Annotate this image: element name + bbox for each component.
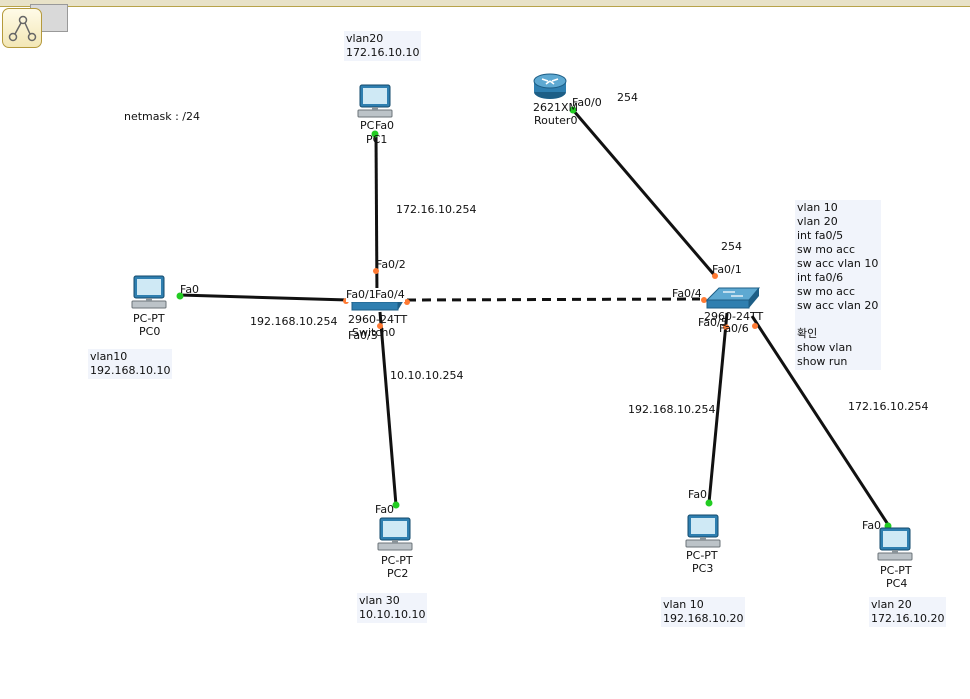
link-pc1-switch0[interactable] bbox=[374, 133, 379, 301]
port-light-sw0-fa04 bbox=[404, 299, 410, 305]
config-line: sw mo acc bbox=[797, 243, 856, 256]
pc3-gateway-note[interactable]: 192.168.10.254 bbox=[628, 403, 716, 416]
sw1-fa05-label: Fa0/5 bbox=[698, 316, 728, 329]
pc1-gateway-note[interactable]: 172.16.10.254 bbox=[396, 203, 477, 216]
pc3-ip-text: 192.168.10.20 bbox=[663, 612, 744, 625]
port-light-sw1-fa04 bbox=[701, 297, 707, 303]
config-line: 확인 bbox=[797, 327, 818, 340]
router0-router-icon[interactable] bbox=[532, 71, 568, 104]
pc0-model-label: PC-PT bbox=[133, 312, 165, 325]
sw1-fa06-label: Fa0/6 bbox=[719, 322, 749, 335]
pc2-name-label: PC2 bbox=[387, 567, 409, 580]
toolbar-strip bbox=[0, 0, 970, 7]
link-router0-switch1[interactable] bbox=[571, 109, 718, 278]
pc0-pc-icon[interactable] bbox=[130, 275, 170, 314]
pc1-pc-icon[interactable] bbox=[356, 84, 396, 123]
pc2-model-label: PC-PT bbox=[381, 554, 413, 567]
switch0-model-label: 2960-24TT bbox=[348, 313, 408, 326]
pc3-model-label: PC-PT bbox=[686, 549, 718, 562]
pc4-ip-text: 172.16.10.20 bbox=[871, 612, 945, 625]
pc1-name-label: PC1 bbox=[366, 133, 388, 146]
switch-config-note[interactable]: vlan 10 vlan 20 int fa0/5 sw mo acc sw a… bbox=[795, 200, 881, 370]
sw0-fa01-label: Fa0/1 bbox=[346, 288, 376, 302]
port-light-pc1 bbox=[371, 130, 379, 138]
link-switch0-pc2[interactable] bbox=[378, 311, 398, 506]
link-pc0-switch0[interactable] bbox=[179, 293, 349, 302]
pc0-info-note[interactable]: vlan10 192.168.10.10 bbox=[88, 349, 173, 379]
port-light-pc2 bbox=[392, 501, 400, 509]
sw0-fa02-label: Fa0/2 bbox=[376, 258, 406, 271]
config-line: vlan 10 bbox=[797, 201, 838, 214]
pc1-info-note[interactable]: vlan20 172.16.10.10 bbox=[344, 31, 422, 61]
link-switch0-switch1[interactable] bbox=[406, 297, 701, 302]
config-line: show run bbox=[797, 355, 848, 368]
port-light-sw0-fa02 bbox=[373, 268, 379, 274]
pc3-name-label: PC3 bbox=[692, 562, 714, 575]
pc3-info-note[interactable]: vlan 10 192.168.10.20 bbox=[661, 597, 746, 627]
pc3-port-label: Fa0 bbox=[688, 488, 708, 501]
netmask-note[interactable]: netmask : /24 bbox=[124, 110, 201, 123]
pc4-gateway-note[interactable]: 172.16.10.254 bbox=[848, 400, 929, 413]
config-line: sw mo acc bbox=[797, 285, 856, 298]
pc2-pc-icon[interactable] bbox=[376, 517, 416, 556]
port-light-sw1-fa05 bbox=[723, 324, 729, 330]
pc0-vlan-text: vlan10 bbox=[90, 350, 128, 363]
pc0-port-label: Fa0 bbox=[180, 283, 200, 296]
pc4-vlan-text: vlan 20 bbox=[871, 598, 912, 611]
pc4-name-label: PC4 bbox=[886, 577, 908, 590]
pc4-port-label: Fa0 bbox=[862, 519, 882, 532]
pc0-name-label: PC0 bbox=[139, 325, 161, 338]
logical-workspace-icon[interactable] bbox=[2, 8, 42, 48]
port-light-sw1-fa01 bbox=[712, 273, 718, 279]
pc1-port-label: Fa0 bbox=[375, 119, 395, 132]
pc4-pc-icon[interactable] bbox=[876, 527, 916, 566]
router0-model-label: 2621XM bbox=[533, 101, 579, 114]
config-line: show vlan bbox=[797, 341, 853, 354]
pc4-model-label: PC-PT bbox=[880, 564, 912, 577]
pc2-port-label: Fa0 bbox=[375, 503, 395, 516]
pc3-vlan-text: vlan 10 bbox=[663, 598, 704, 611]
port-light-pc3 bbox=[705, 499, 713, 507]
config-line bbox=[797, 313, 879, 327]
sw0-fa04-label: Fa0/4 bbox=[375, 288, 405, 302]
config-line: sw acc vlan 20 bbox=[797, 299, 879, 312]
config-line: vlan 20 bbox=[797, 215, 838, 228]
pc1-vlan-text: vlan20 bbox=[346, 32, 384, 45]
pc0-gateway-note[interactable]: 192.168.10.254 bbox=[250, 315, 338, 328]
switch1-model-label: 2960-24TT bbox=[704, 310, 764, 323]
pc0-ip-text: 192.168.10.10 bbox=[90, 364, 171, 377]
port-light-sw0-fa03 bbox=[377, 323, 383, 329]
port-light-pc0 bbox=[176, 292, 184, 300]
pc3-pc-icon[interactable] bbox=[684, 514, 724, 553]
router0-port-label: Fa0/0 bbox=[572, 96, 602, 109]
link-switch1-pc4[interactable] bbox=[750, 315, 891, 527]
switch0-name-label: Switch0 bbox=[352, 326, 396, 339]
pc2-vlan-text: vlan 30 bbox=[359, 594, 400, 607]
sw0-fa03-label: Fa0/3 bbox=[348, 329, 378, 342]
port-light-router bbox=[569, 106, 577, 114]
config-line: int fa0/5 bbox=[797, 229, 844, 242]
pc2-ip-text: 10.10.10.10 bbox=[359, 608, 426, 621]
pc4-info-note[interactable]: vlan 20 172.16.10.20 bbox=[869, 597, 947, 627]
switch1-switch-icon[interactable] bbox=[705, 286, 761, 315]
sw1-fa01-label: Fa0/1 bbox=[712, 263, 742, 276]
switch1-ip-note[interactable]: 254 bbox=[721, 240, 742, 253]
pc1-ip-text: 172.16.10.10 bbox=[346, 46, 420, 59]
pc1-model-label: PC bbox=[360, 119, 375, 132]
link-switch1-pc3[interactable] bbox=[707, 312, 729, 504]
pc2-info-note[interactable]: vlan 30 10.10.10.10 bbox=[357, 593, 428, 623]
sw1-fa04-label: Fa0/4 bbox=[672, 287, 702, 300]
pc2-gateway-note[interactable]: 10.10.10.254 bbox=[390, 369, 464, 382]
port-light-sw1-fa06 bbox=[752, 323, 758, 329]
router-ip-note[interactable]: 254 bbox=[617, 91, 638, 104]
router0-name-label: Router0 bbox=[534, 114, 578, 127]
config-line: sw acc vlan 10 bbox=[797, 257, 879, 270]
config-line: int fa0/6 bbox=[797, 271, 844, 284]
